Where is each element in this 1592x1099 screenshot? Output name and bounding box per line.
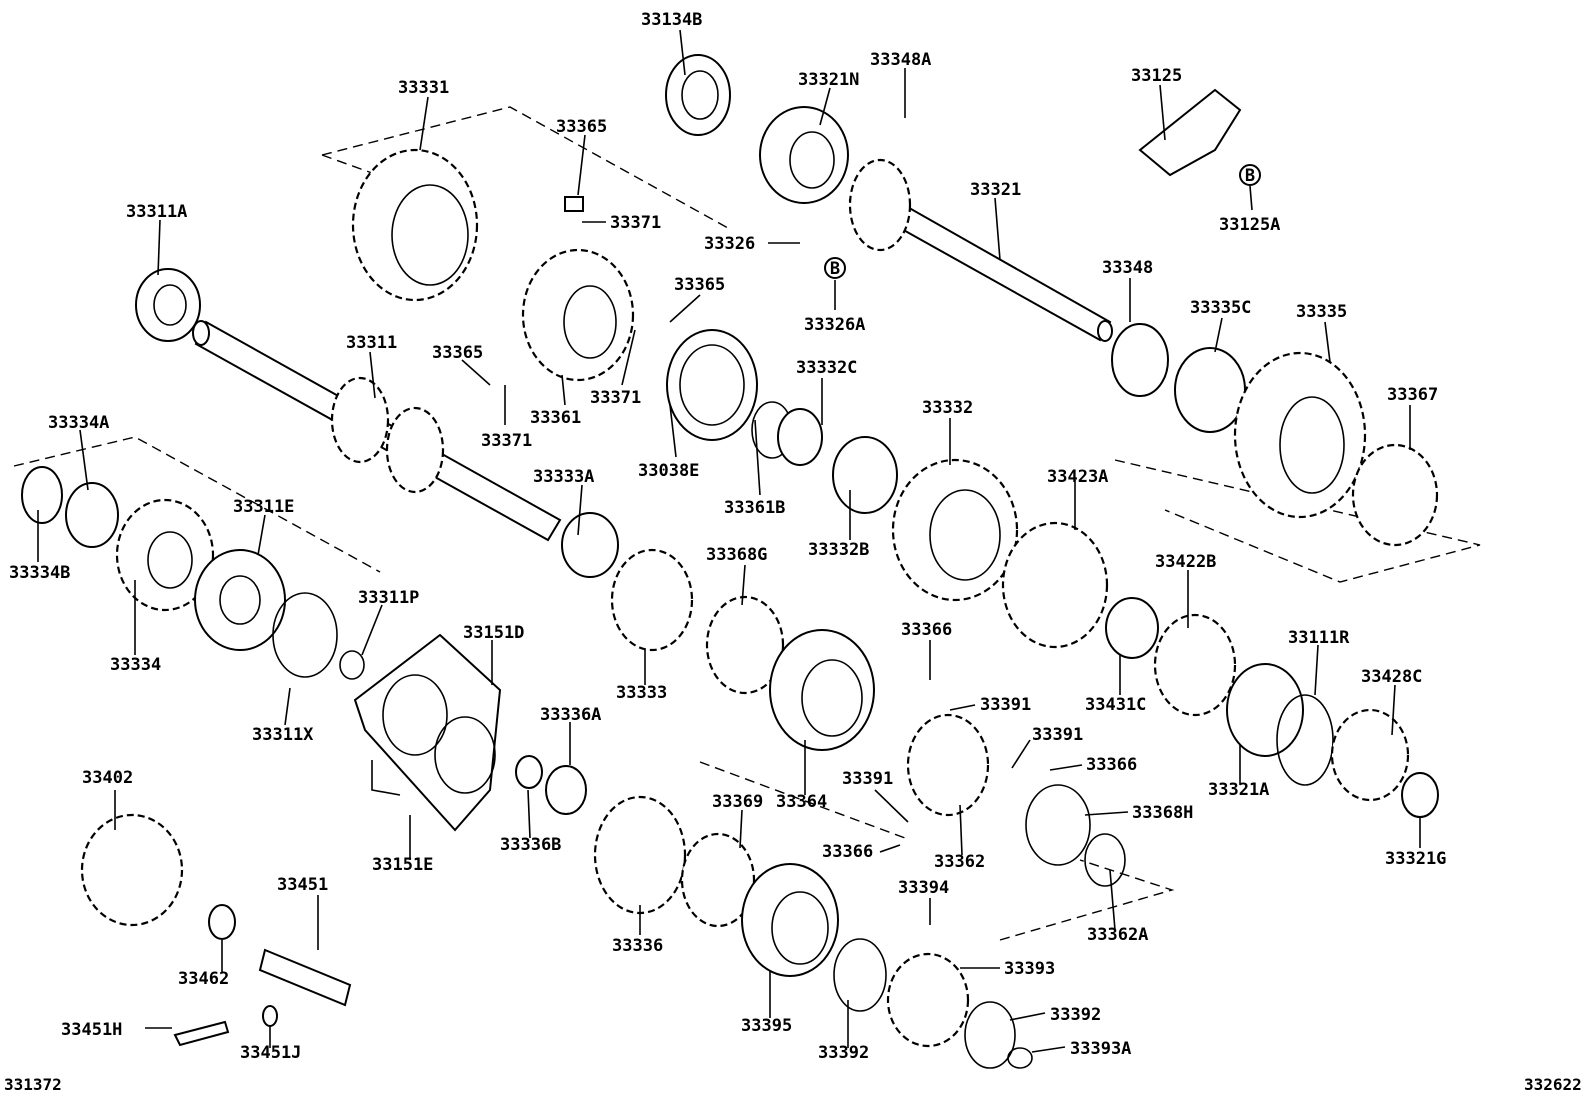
part-label: 33371	[481, 431, 532, 451]
part-label: 33326A	[804, 315, 865, 335]
part-label: 33326	[704, 234, 755, 254]
part-label: 33321G	[1385, 849, 1446, 869]
part-label: 33392	[818, 1043, 869, 1063]
part-label: 33371	[610, 213, 661, 233]
circle-marker-b-2: B	[824, 257, 846, 279]
part-label: 33422B	[1155, 552, 1216, 572]
part-label: 33311A	[126, 202, 187, 222]
part-label: 33366	[901, 620, 952, 640]
part-label: 33111R	[1288, 628, 1350, 648]
part-label: 33451H	[61, 1020, 122, 1040]
part-label: 33311	[346, 333, 397, 353]
circle-marker-b-1: B	[1239, 164, 1261, 186]
part-label: 33336B	[500, 835, 561, 855]
part-label: 33451J	[240, 1043, 301, 1063]
part-label: 33311X	[252, 725, 314, 745]
part-label: 33335C	[1190, 298, 1251, 318]
part-label: 33423A	[1047, 467, 1108, 487]
part-labels: 33134B 33348A 33331 33321N 33125 33365 3…	[9, 10, 1446, 1063]
part-label: 33367	[1387, 385, 1438, 405]
parts-shapes	[21, 54, 1439, 1069]
part-label: 33431C	[1085, 695, 1146, 715]
part-label: 33125	[1131, 66, 1182, 86]
part-label: 33038E	[638, 461, 699, 481]
circle-marker-text: B	[1245, 166, 1255, 186]
part-label: 33361	[530, 408, 581, 428]
part-label: 33428C	[1361, 667, 1422, 687]
part-label: 33371	[590, 388, 641, 408]
part-label: 33321	[970, 180, 1021, 200]
leader-lines	[37, 29, 1421, 1053]
part-label: 33332B	[808, 540, 869, 560]
part-label: 33151D	[463, 623, 524, 643]
part-label: 33311P	[358, 588, 419, 608]
part-label: 33334	[110, 655, 161, 675]
part-label: 33331	[398, 78, 449, 98]
part-label: 33451	[277, 875, 328, 895]
part-label: 33368H	[1132, 803, 1193, 823]
part-label: 33364	[776, 792, 827, 812]
part-label: 33394	[898, 878, 949, 898]
part-label: 33361B	[724, 498, 785, 518]
part-label: 33365	[674, 275, 725, 295]
part-label: 33321N	[798, 70, 859, 90]
part-label: 33392	[1050, 1005, 1101, 1025]
input-shaft	[192, 320, 562, 542]
part-label: 33391	[842, 769, 893, 789]
part-label: 33402	[82, 768, 133, 788]
group-outline-upper	[321, 106, 1481, 583]
part-label: 33134B	[641, 10, 702, 30]
part-label: 33362	[934, 852, 985, 872]
part-label: 33368G	[706, 545, 767, 565]
part-label: 33391	[980, 695, 1031, 715]
corner-ref-right: 332622	[1524, 1075, 1582, 1094]
part-label: 33336	[612, 936, 663, 956]
part-label: 33151E	[372, 855, 433, 875]
part-label: 33321A	[1208, 780, 1269, 800]
part-label: 33365	[556, 117, 607, 137]
part-label: 33395	[741, 1016, 792, 1036]
circle-marker-text: B	[830, 259, 840, 279]
part-label: 33393	[1004, 959, 1055, 979]
part-label: 33365	[432, 343, 483, 363]
part-label: 33362A	[1087, 925, 1148, 945]
corner-ref-left: 331372	[4, 1075, 62, 1094]
part-label: 33334B	[9, 563, 70, 583]
part-label: 33348	[1102, 258, 1153, 278]
part-label: 33332C	[796, 358, 857, 378]
part-label: 33336A	[540, 705, 601, 725]
part-label: 33335	[1296, 302, 1347, 322]
part-label: 33311E	[233, 497, 294, 517]
part-label: 33366	[1086, 755, 1137, 775]
part-label: 33462	[178, 969, 229, 989]
part-label: 33125A	[1219, 215, 1280, 235]
output-shaft	[848, 158, 1113, 342]
part-label: 33391	[1032, 725, 1083, 745]
part-label: 33333A	[533, 467, 594, 487]
part-label: 33332	[922, 398, 973, 418]
part-label: 33348A	[870, 50, 931, 70]
part-label: 33334A	[48, 413, 109, 433]
part-label: 33393A	[1070, 1039, 1131, 1059]
part-label: 33333	[616, 683, 667, 703]
part-label: 33366	[822, 842, 873, 862]
part-label: 33369	[712, 792, 763, 812]
